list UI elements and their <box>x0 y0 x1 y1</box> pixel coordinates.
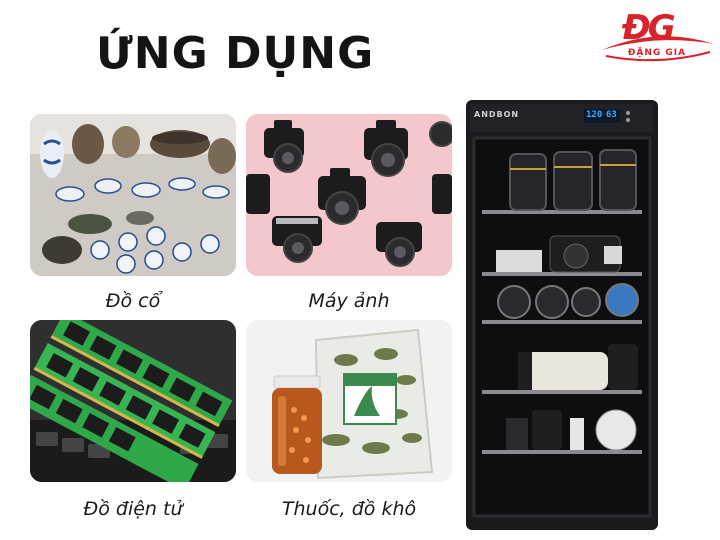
caption-medicine: Thuốc, đồ khô <box>281 498 417 520</box>
tile-electronics <box>30 320 236 482</box>
logo-name: ĐẶNG GIA <box>627 48 687 58</box>
logo-swoosh-icon <box>602 36 714 62</box>
caption-cameras: Máy ảnh <box>308 290 390 312</box>
cabinet-display-right: 63 <box>606 110 617 120</box>
dry-cabinet-image <box>466 100 658 530</box>
dry-cabinet: ANDBON 120 63 <box>466 100 658 530</box>
caption-antiques: Đồ cổ <box>105 290 161 312</box>
ram-modules-image <box>30 320 236 482</box>
cabinet-brand: ANDBON <box>474 110 520 119</box>
logo-mark: ĐG <box>622 8 676 48</box>
antique-ceramics-image <box>30 114 236 276</box>
page-title: ỨNG DỤNG <box>96 28 375 79</box>
cabinet-display-left: 120 <box>586 110 603 120</box>
tile-medicine <box>246 320 452 482</box>
tile-cameras <box>246 114 452 276</box>
cameras-image <box>246 114 452 276</box>
caption-electronics: Đồ điện tử <box>83 498 183 520</box>
dang-gia-logo: ĐG ĐẶNG GIA <box>598 6 716 72</box>
tile-antiques <box>30 114 236 276</box>
medicine-tea-image <box>246 320 452 482</box>
